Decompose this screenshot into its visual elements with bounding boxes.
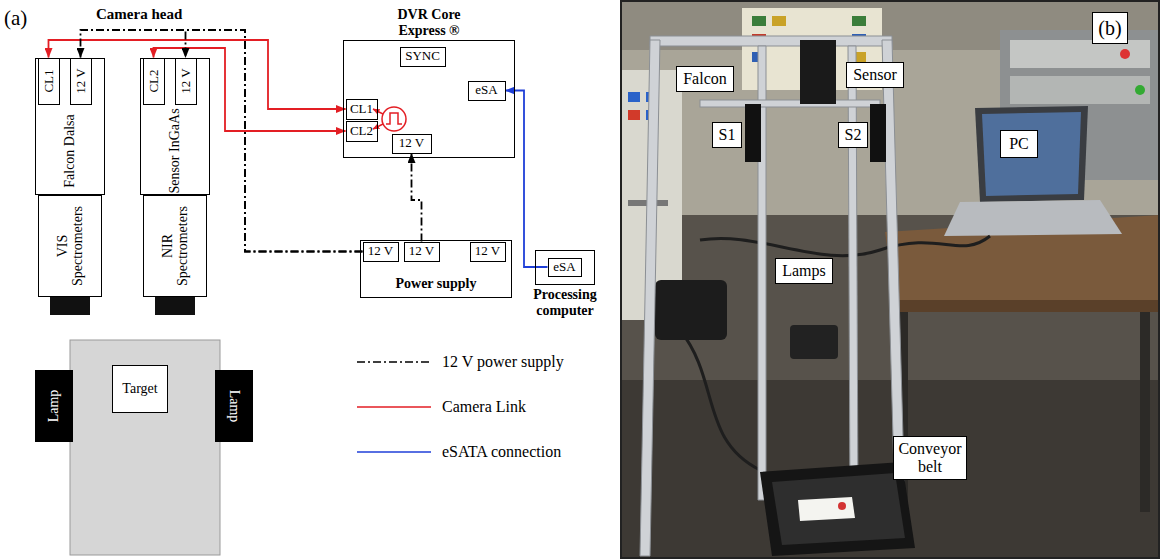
port-box: eSA [468, 81, 506, 101]
photo-callout: Conveyor belt [893, 436, 967, 480]
camera-box: Falcon Dalsa CL1 12 V [35, 58, 105, 195]
port-box: 12 V [392, 134, 432, 154]
lab-photo [620, 0, 1160, 559]
port-box: 12 V [70, 58, 92, 105]
node-label: CL2 [146, 60, 160, 102]
conveyor-area [70, 340, 220, 555]
power-supply-box: Power supply 12 V 12 V 12 V [360, 240, 512, 298]
node-label: S1 [719, 126, 736, 144]
node-label: eSA [475, 83, 497, 98]
legend-sample [355, 350, 433, 374]
legend-line [357, 451, 431, 453]
group-heading: Camera head [96, 6, 182, 23]
port-box: CL2 [346, 121, 378, 142]
port-box: 12 V [470, 242, 506, 262]
port-box: eSA [548, 258, 582, 277]
node-label: VIS Spectrometers [55, 198, 86, 294]
spectrometer-box: NIR Spectrometers [143, 195, 207, 297]
node-label: Power supply [366, 276, 506, 292]
legend-text: 12 V power supply [442, 350, 564, 374]
photo-callout: Lamps [775, 258, 833, 284]
node-label: 12 V [475, 244, 500, 259]
power-wire [81, 30, 363, 252]
photo-callout: Falcon [676, 66, 734, 92]
node-label: CL1 [41, 60, 55, 102]
node-label: Conveyor belt [895, 440, 965, 477]
legend-sample [355, 440, 433, 464]
photo-callout: S2 [838, 122, 868, 148]
node-label: Falcon [683, 70, 727, 88]
node-label: 12 V [409, 244, 434, 259]
node-label: Target [122, 381, 157, 397]
spectrometer-box: VIS Spectrometers [38, 195, 102, 297]
node-label: Lamp [46, 376, 61, 436]
node-label: 12 V [399, 136, 424, 151]
node-label: 12 V [73, 60, 87, 102]
power-wire [412, 154, 422, 242]
photo-callout: S1 [712, 122, 742, 148]
node-label: NIR Spectrometers [160, 198, 191, 294]
lens-block [155, 297, 195, 315]
port-box: 12 V [175, 58, 197, 105]
node-label: PC [1009, 135, 1029, 153]
lamp-box: Lamp [215, 370, 253, 442]
target-box: Target [112, 365, 168, 413]
node-label: eSA [553, 260, 575, 275]
sync-pulse-symbol [373, 107, 406, 131]
photo-callout: Sensor [846, 62, 904, 88]
node-label: CL2 [350, 124, 373, 139]
port-box: 12 V [363, 242, 399, 262]
legend-sample [355, 395, 433, 419]
camera-link-wire [49, 40, 346, 109]
node-label: SYNC [405, 49, 440, 64]
port-box: CL2 [143, 58, 165, 105]
node-label: Lamp [226, 376, 241, 436]
legend-text: eSATA connection [442, 440, 561, 464]
panel-letter-box: (b) [1092, 12, 1128, 44]
lamp-box: Lamp [35, 370, 73, 442]
lens-block [50, 297, 90, 315]
node-label: Sensor InGaAs [167, 108, 182, 194]
node-label: Falcon Dalsa [62, 108, 77, 194]
port-box: SYNC [400, 47, 446, 67]
port-box: CL1 [38, 58, 60, 105]
node-label: CL1 [350, 102, 373, 117]
power-wire [186, 30, 363, 252]
node-label: Processing computer [520, 287, 610, 319]
camera-box: Sensor InGaAs CL2 12 V [140, 58, 210, 195]
node-label: Sensor [853, 66, 897, 84]
node-label: S2 [845, 126, 862, 144]
computer-box: Processing computereSA [535, 250, 595, 285]
recorder-box: DVR Core Express ®SYNCCL1CL2eSA12 V [343, 40, 515, 158]
photo-callout: PC [1000, 130, 1038, 158]
port-box: 12 V [404, 242, 440, 262]
panel-letter: (a) [4, 6, 27, 31]
legend-text: Camera Link [442, 395, 526, 419]
node-label: 12 V [368, 244, 393, 259]
port-box: CL1 [346, 99, 378, 120]
legend-line [357, 361, 431, 363]
legend-line [357, 406, 431, 408]
node-label: (b) [1098, 17, 1121, 40]
node-label: 12 V [178, 60, 192, 102]
node-label: DVR Core Express ® [381, 7, 477, 39]
node-label: Lamps [782, 262, 826, 280]
